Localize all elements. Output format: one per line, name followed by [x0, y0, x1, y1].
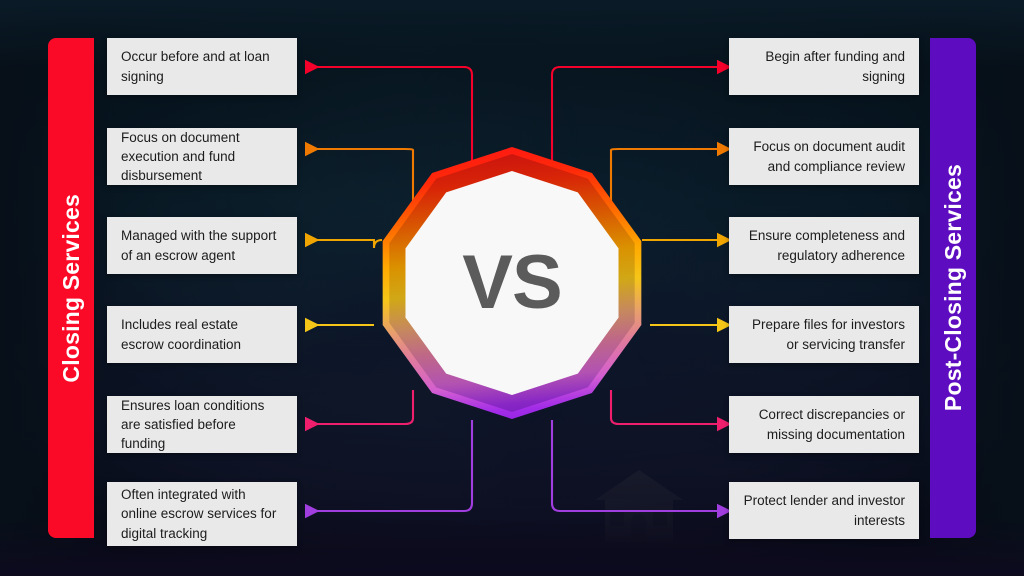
right-card-3-text: Ensure completeness and regulatory adher…	[748, 228, 905, 263]
right-card-6-text: Protect lender and investor interests	[743, 493, 905, 528]
right-banner-label: Post-Closing Services	[939, 164, 966, 412]
right-card-5[interactable]: Correct discrepancies or missing documen…	[729, 396, 919, 453]
right-card-5-text: Correct discrepancies or missing documen…	[758, 407, 905, 442]
vs-decagon-inner: VS	[405, 171, 619, 395]
left-card-5-text: Ensures loan conditions are satisfied be…	[121, 397, 265, 452]
left-card-4[interactable]: Includes real estate escrow coordination	[107, 306, 297, 363]
right-card-6[interactable]: Protect lender and investor interests	[729, 482, 919, 539]
left-card-4-text: Includes real estate escrow coordination	[121, 317, 242, 352]
right-banner: Post-Closing Services	[930, 38, 976, 538]
left-card-6[interactable]: Often integrated with online escrow serv…	[107, 482, 297, 546]
right-card-4-text: Prepare files for investors or servicing…	[751, 317, 905, 352]
right-card-2-text: Focus on document audit and compliance r…	[753, 139, 905, 174]
left-card-3-text: Managed with the support of an escrow ag…	[121, 228, 277, 263]
left-card-1[interactable]: Occur before and at loan signing	[107, 38, 297, 95]
right-card-1[interactable]: Begin after funding and signing	[729, 38, 919, 95]
right-card-4[interactable]: Prepare files for investors or servicing…	[729, 306, 919, 363]
right-card-1-text: Begin after funding and signing	[765, 49, 905, 84]
left-card-6-text: Often integrated with online escrow serv…	[121, 487, 277, 541]
vs-label: VS	[462, 240, 562, 325]
right-card-3[interactable]: Ensure completeness and regulatory adher…	[729, 217, 919, 274]
left-card-5[interactable]: Ensures loan conditions are satisfied be…	[107, 396, 297, 453]
right-card-2[interactable]: Focus on document audit and compliance r…	[729, 128, 919, 185]
left-banner-label: Closing Services	[57, 193, 84, 383]
left-card-1-text: Occur before and at loan signing	[121, 49, 270, 84]
left-card-3[interactable]: Managed with the support of an escrow ag…	[107, 217, 297, 274]
left-card-2[interactable]: Focus on document execution and fund dis…	[107, 128, 297, 185]
left-banner: Closing Services	[48, 38, 94, 538]
vs-badge: VS	[376, 147, 648, 419]
left-card-2-text: Focus on document execution and fund dis…	[121, 129, 240, 184]
